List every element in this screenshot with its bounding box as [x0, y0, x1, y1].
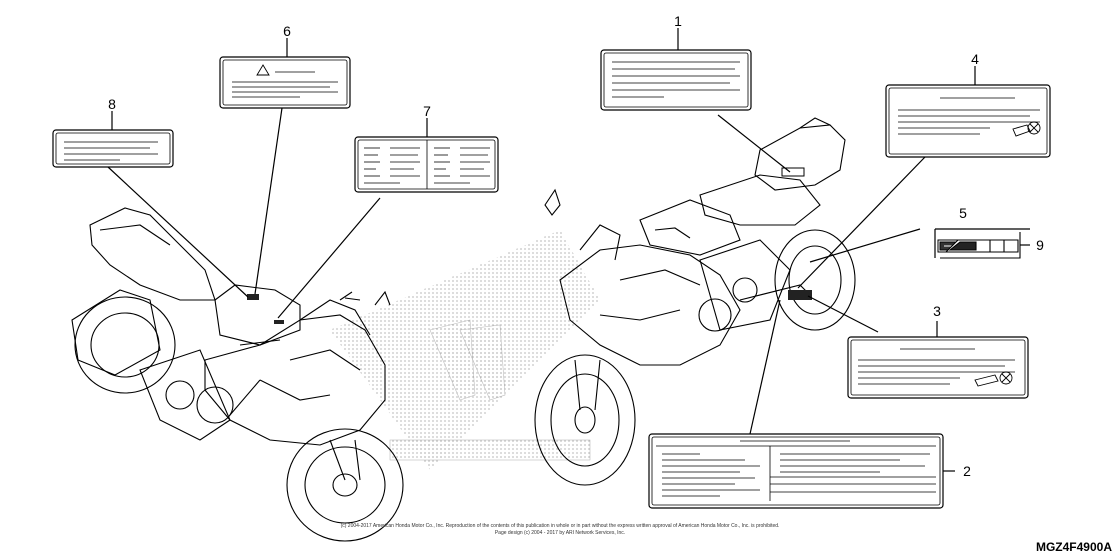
- decal-6: [247, 294, 259, 300]
- motorcycle-right: [534, 117, 856, 486]
- label-8: [52, 129, 174, 168]
- copyright-line-1: (c) 2004-2017 American Honda Motor Co., …: [340, 523, 780, 529]
- callout-5: 5: [959, 205, 967, 221]
- decal-1: [781, 167, 805, 177]
- callout-9: 9: [1036, 237, 1044, 253]
- label-1: [600, 49, 752, 111]
- callout-7: 7: [423, 103, 431, 119]
- warning-triangle-icon: [256, 64, 270, 76]
- label-3: [847, 336, 1029, 399]
- brand-logo-ghost: [389, 319, 591, 461]
- label-6: [219, 56, 351, 109]
- wrench-icon: [1012, 121, 1041, 137]
- decal-7: [274, 320, 284, 324]
- label-9: [940, 232, 1021, 259]
- decal-2-3-4: [788, 290, 812, 300]
- leader-lines: [107, 28, 1030, 472]
- part-diagram-code: MGZ4F4900A: [1035, 540, 1112, 554]
- copyright-line-2: Page design (c) 2004 - 2017 by ARI Netwo…: [494, 530, 626, 536]
- callout-1: 1: [674, 13, 682, 29]
- motorcycle-left: [71, 207, 404, 542]
- callout-numbers: 1 2 3 4 5 6 7 8 9: [108, 13, 1044, 479]
- label-decals: [247, 167, 812, 324]
- label-2: [648, 433, 944, 509]
- callout-6: 6: [283, 23, 291, 39]
- callout-2: 2: [963, 463, 971, 479]
- callout-3: 3: [933, 303, 941, 319]
- wrench-icon: [974, 371, 1013, 387]
- label-7: [354, 136, 499, 193]
- callout-4: 4: [971, 51, 979, 67]
- callout-8: 8: [108, 96, 116, 112]
- label-4: [885, 84, 1051, 158]
